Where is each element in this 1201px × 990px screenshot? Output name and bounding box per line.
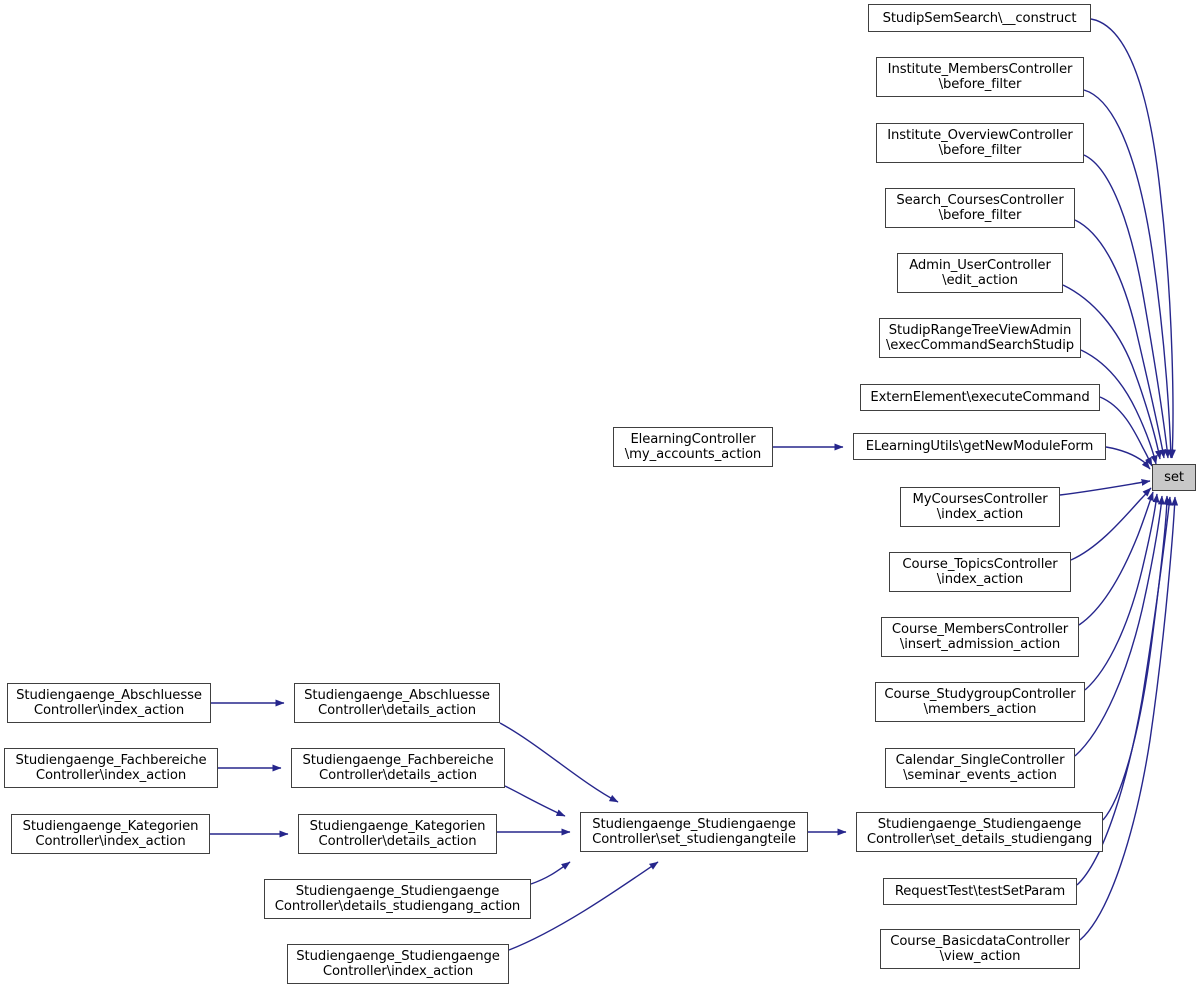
graph-edge [1059,478,1151,496]
graph-edge [499,722,619,803]
graph-node-studiengaenge_studiengaengecontroller_details_studiengang_action[interactable]: Studiengaenge_Studiengaenge Controller\d… [264,879,531,919]
graph-node-label: Course_BasicdataController \view_action [890,934,1070,964]
graph-edge [1074,219,1166,459]
graph-node-label: Studiengaenge_Studiengaenge Controller\d… [274,884,521,914]
graph-node-set[interactable]: set [1152,464,1196,491]
graph-node-elearningcontroller_my_accounts_action[interactable]: ElearningController \my_accounts_action [613,427,773,467]
graph-node-label: Search_CoursesController \before_filter [896,193,1064,223]
graph-edge [1078,491,1154,626]
graph-node-search_coursescontroller_before_filter[interactable]: Search_CoursesController \before_filter [885,188,1075,228]
graph-node-course_studygroupcontroller_members_action[interactable]: Course_StudygroupController \members_act… [875,682,1085,722]
graph-edge [530,861,571,885]
graph-edge [1099,396,1153,467]
graph-node-label: StudipRangeTreeViewAdmin \execCommandSea… [885,323,1075,353]
graph-node-label: Studiengaenge_Fachbereiche Controller\in… [15,753,207,783]
graph-node-elearningutils_getnewmoduleform[interactable]: ELearningUtils\getNewModuleForm [853,433,1106,460]
graph-node-label: Course_TopicsController \index_action [902,557,1058,587]
graph-node-label: Studiengaenge_Abschluesse Controller\det… [304,688,490,718]
graph-edge [1102,495,1171,821]
graph-node-studiengaenge_abschluessecontroller_index_action[interactable]: Studiengaenge_Abschluesse Controller\ind… [7,683,211,723]
graph-node-studiengaenge_abschluessecontroller_details_action[interactable]: Studiengaenge_Abschluesse Controller\det… [294,683,500,723]
graph-node-label: set [1164,470,1184,485]
graph-node-label: Studiengaenge_Kategorien Controller\inde… [22,819,199,849]
graph-node-studiengaenge_studiengaengecontroller_index_action[interactable]: Studiengaenge_Studiengaenge Controller\i… [287,944,509,984]
graph-node-label: Studiengaenge_Fachbereiche Controller\de… [302,753,494,783]
graph-node-label: Course_StudygroupController \members_act… [884,687,1076,717]
graph-edge [1079,496,1179,941]
graph-node-label: RequestTest\testSetParam [894,884,1066,899]
graph-edge [1083,154,1171,459]
graph-node-label: Studiengaenge_Kategorien Controller\deta… [309,819,486,849]
graph-node-studiengaenge_studiengaengecontroller_set_studiengangteile[interactable]: Studiengaenge_Studiengaenge Controller\s… [580,812,808,852]
graph-node-institute_memberscontroller_before_filter[interactable]: Institute_MembersController \before_filt… [876,57,1084,97]
graph-node-label: Course_MembersController \insert_admissi… [891,622,1069,652]
graph-node-studiengaenge_fachbereichecontroller_details_action[interactable]: Studiengaenge_Fachbereiche Controller\de… [291,748,505,788]
graph-node-label: Institute_MembersController \before_filt… [887,62,1073,92]
graph-node-requesttest_testsetparam[interactable]: RequestTest\testSetParam [883,878,1077,905]
graph-edge [1074,495,1165,757]
graph-node-label: Institute_OverviewController \before_fil… [887,128,1073,158]
graph-node-label: Admin_UserController \edit_action [909,258,1051,288]
graph-node-label: Studiengaenge_Studiengaenge Controller\i… [296,949,500,979]
graph-node-label: ExternElement\executeCommand [870,390,1090,405]
graph-node-studipsemsearch_construct[interactable]: StudipSemSearch\__construct [868,4,1091,32]
graph-node-label: MyCoursesController \index_action [912,492,1048,522]
graph-node-studiengaenge_kategoriencontroller_details_action[interactable]: Studiengaenge_Kategorien Controller\deta… [298,814,497,854]
graph-node-label: Calendar_SingleController \seminar_event… [895,753,1065,783]
graph-node-label: StudipSemSearch\__construct [882,10,1077,26]
graph-node-externelement_executecommand[interactable]: ExternElement\executeCommand [860,384,1100,411]
graph-edge [1105,446,1151,470]
graph-node-studiengaenge_kategoriencontroller_index_action[interactable]: Studiengaenge_Kategorien Controller\inde… [11,814,210,854]
graph-node-mycoursescontroller_index_action[interactable]: MyCoursesController \index_action [900,487,1060,527]
graph-node-course_basicdatacontroller_view_action[interactable]: Course_BasicdataController \view_action [880,929,1080,969]
graph-node-label: Studiengaenge_Studiengaenge Controller\s… [866,817,1093,847]
graph-node-studiprangetreeviewadmin_execcommandsearchstudip[interactable]: StudipRangeTreeViewAdmin \execCommandSea… [879,318,1081,358]
graph-node-course_topicscontroller_index_action[interactable]: Course_TopicsController \index_action [889,552,1071,592]
graph-node-institute_overviewcontroller_before_filter[interactable]: Institute_OverviewController \before_fil… [876,123,1084,163]
graph-edge [1084,493,1160,691]
graph-edge [1070,487,1152,561]
graph-node-studiengaenge_studiengaengecontroller_set_details_studiengang[interactable]: Studiengaenge_Studiengaenge Controller\s… [856,812,1103,852]
graph-node-admin_usercontroller_edit_action[interactable]: Admin_UserController \edit_action [897,253,1063,293]
graph-node-calendar_singlecontroller_seminar_events_action[interactable]: Calendar_SingleController \seminar_event… [885,748,1075,788]
graph-node-label: Studiengaenge_Abschluesse Controller\ind… [16,688,202,718]
graph-node-label: ElearningController \my_accounts_action [624,432,762,462]
graph-node-course_memberscontroller_insert_admission_action[interactable]: Course_MembersController \insert_admissi… [881,617,1079,657]
graph-node-label: ELearningUtils\getNewModuleForm [865,439,1094,454]
graph-node-studiengaenge_fachbereichecontroller_index_action[interactable]: Studiengaenge_Fachbereiche Controller\in… [4,748,218,788]
graph-edge [508,861,659,951]
graph-edge [504,785,566,817]
graph-node-label: Studiengaenge_Studiengaenge Controller\s… [592,817,796,847]
graph-edge [1090,18,1176,459]
